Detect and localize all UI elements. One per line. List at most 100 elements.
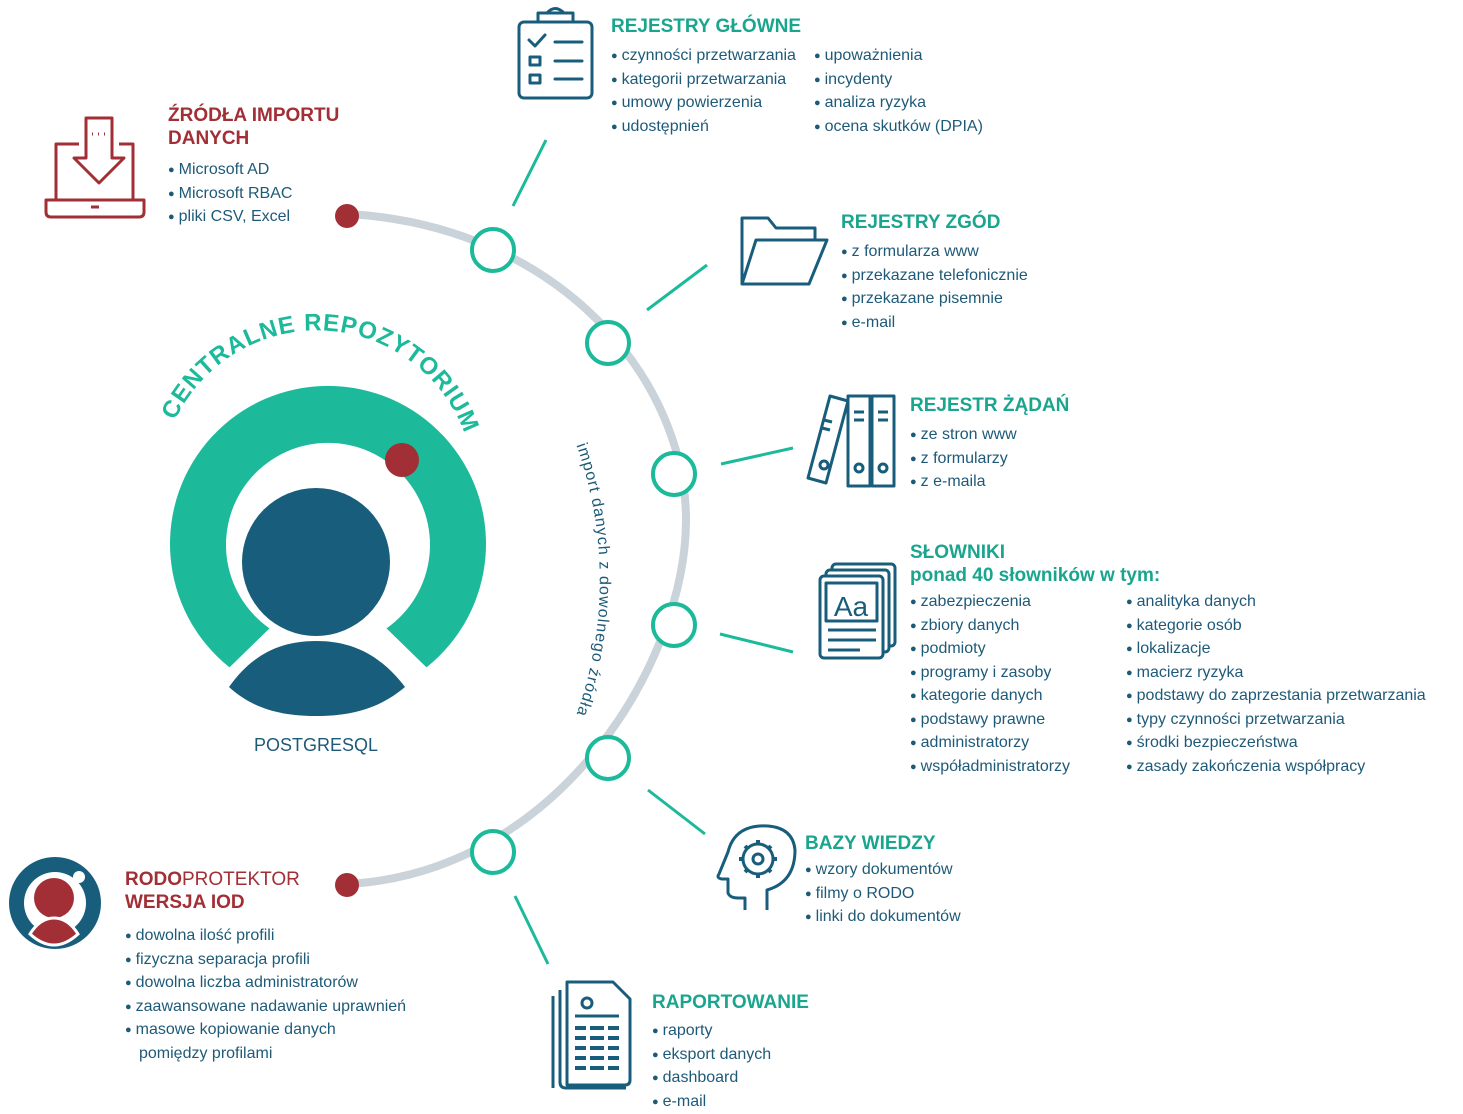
list-item: ze stron www xyxy=(910,424,1069,448)
main-registers-col2: upoważnienia incydenty analiza ryzyka oc… xyxy=(814,45,983,139)
binders-icon xyxy=(808,396,894,486)
list-item: dashboard xyxy=(652,1067,809,1091)
list-item: zasady zakończenia współpracy xyxy=(1126,756,1426,780)
list-item: Microsoft RBAC xyxy=(168,183,339,207)
iod-title-line1: RODOPROTEKTOR xyxy=(125,868,406,891)
list-item: macierz ryzyka xyxy=(1126,662,1426,686)
request-register-block: REJESTR ŻĄDAŃ ze stron www z formularzy … xyxy=(910,394,1069,495)
request-register-title: REJESTR ŻĄDAŃ xyxy=(910,394,1069,417)
list-item: udostępnień xyxy=(611,116,796,140)
request-register-list: ze stron www z formularzy z e-maila xyxy=(910,424,1069,495)
dictionaries-block: SŁOWNIKI ponad 40 słowników w tym: zabez… xyxy=(910,541,1426,779)
node-ring-3 xyxy=(653,453,695,495)
list-item: kategorie danych xyxy=(910,685,1126,709)
spoke-lines xyxy=(513,140,793,964)
import-sources-title-1: ŹRÓDŁA IMPORTU xyxy=(168,104,339,127)
node-ring-2 xyxy=(587,322,629,364)
iod-features-cont: pomiędzy profilami xyxy=(125,1043,406,1067)
list-item: typy czynności przetwarzania xyxy=(1126,709,1426,733)
node-ring-6 xyxy=(472,831,514,873)
list-item: podstawy prawne xyxy=(910,709,1126,733)
list-item: z formularzy xyxy=(910,448,1069,472)
list-item: eksport danych xyxy=(652,1044,809,1068)
list-item: filmy o RODO xyxy=(805,883,961,907)
list-item: współadministratorzy xyxy=(910,756,1126,780)
list-item: programy i zasoby xyxy=(910,662,1126,686)
list-item: zaawansowane nadawanie uprawnień xyxy=(125,996,406,1020)
report-document-icon xyxy=(553,982,630,1088)
main-registers-block: REJESTRY GŁÓWNE czynności przetwarzania … xyxy=(611,15,983,139)
iod-features-list: dowolna ilość profili fizyczna separacja… xyxy=(125,925,406,1043)
list-item: fizyczna separacja profili xyxy=(125,949,406,973)
list-item: incydenty xyxy=(814,69,983,93)
node-ring-4 xyxy=(653,604,695,646)
list-item: środki bezpieczeństwa xyxy=(1126,732,1426,756)
central-repository-logo xyxy=(170,386,486,716)
list-item-continuation: pomiędzy profilami xyxy=(139,1043,406,1067)
connector-arc xyxy=(348,214,686,884)
list-item: umowy powierzenia xyxy=(611,92,796,116)
list-item: czynności przetwarzania xyxy=(611,45,796,69)
list-item: kategorii przetwarzania xyxy=(611,69,796,93)
list-item: pliki CSV, Excel xyxy=(168,206,339,230)
node-rings xyxy=(472,229,695,873)
list-item: analityka danych xyxy=(1126,591,1426,615)
folder-icon xyxy=(742,218,827,284)
list-item: linki do dokumentów xyxy=(805,906,961,930)
list-item: ocena skutków (DPIA) xyxy=(814,116,983,140)
list-item: raporty xyxy=(652,1020,809,1044)
arc-caption: import danych z dowolnego źródła xyxy=(573,441,613,719)
list-item: upoważnienia xyxy=(814,45,983,69)
list-item: dowolna liczba administratorów xyxy=(125,972,406,996)
reporting-title: RAPORTOWANIE xyxy=(652,991,809,1014)
list-item: e-mail xyxy=(652,1091,809,1114)
main-registers-title: REJESTRY GŁÓWNE xyxy=(611,15,983,38)
list-item: przekazane pisemnie xyxy=(841,288,1028,312)
consent-registers-title: REJESTRY ZGÓD xyxy=(841,211,1028,234)
node-ring-1 xyxy=(472,229,514,271)
rodoprotektor-logo xyxy=(9,857,101,949)
list-item: z e-maila xyxy=(910,471,1069,495)
list-item: Microsoft AD xyxy=(168,159,339,183)
spoke-dictionaries xyxy=(720,634,793,652)
list-item: podmioty xyxy=(910,638,1126,662)
main-registers-col1: czynności przetwarzania kategorii przetw… xyxy=(611,45,796,139)
list-item: zabezpieczenia xyxy=(910,591,1126,615)
list-item: lokalizacje xyxy=(1126,638,1426,662)
list-item: administratorzy xyxy=(910,732,1126,756)
knowledge-base-block: BAZY WIEDZY wzory dokumentów filmy o ROD… xyxy=(805,832,961,930)
import-sources-block: ŹRÓDŁA IMPORTU DANYCH Microsoft AD Micro… xyxy=(168,104,339,230)
node-ring-5 xyxy=(587,737,629,779)
clipboard-checklist-icon xyxy=(519,9,592,99)
reporting-block: RAPORTOWANIE raporty eksport danych dash… xyxy=(652,991,809,1114)
list-item: zbiory danych xyxy=(910,615,1126,639)
dictionaries-col2: analityka danych kategorie osób lokaliza… xyxy=(1126,591,1426,779)
consent-registers-list: z formularza www przekazane telefoniczni… xyxy=(841,241,1028,335)
iod-edition-block: RODOPROTEKTOR WERSJA IOD dowolna ilość p… xyxy=(125,868,406,1066)
import-sources-list: Microsoft AD Microsoft RBAC pliki CSV, E… xyxy=(168,159,339,230)
aa-glyph: Aa xyxy=(834,591,869,622)
list-item: podstawy do zaprzestania przetwarzania xyxy=(1126,685,1426,709)
iod-title-bold: RODO xyxy=(125,869,182,890)
head-gear-icon xyxy=(718,826,795,910)
list-item: dowolna ilość profili xyxy=(125,925,406,949)
list-item: przekazane telefonicznie xyxy=(841,265,1028,289)
list-item: wzory dokumentów xyxy=(805,859,961,883)
dictionaries-subtitle: ponad 40 słowników w tym: xyxy=(910,564,1426,587)
knowledge-base-list: wzory dokumentów filmy o RODO linki do d… xyxy=(805,859,961,930)
list-item: analiza ryzyka xyxy=(814,92,983,116)
list-item: z formularza www xyxy=(841,241,1028,265)
spoke-knowledge-base xyxy=(648,790,705,834)
laptop-download-icon xyxy=(46,118,144,217)
knowledge-base-title: BAZY WIEDZY xyxy=(805,832,961,855)
spoke-request-register xyxy=(721,448,793,464)
spoke-consent-registers xyxy=(647,265,707,310)
iod-title-rest: PROTEKTOR xyxy=(182,869,300,890)
iod-title-line2: WERSJA IOD xyxy=(125,891,406,914)
db-label: POSTGRESQL xyxy=(254,735,378,755)
list-item: kategorie osób xyxy=(1126,615,1426,639)
list-item: e-mail xyxy=(841,312,1028,336)
dictionaries-title: SŁOWNIKI xyxy=(910,541,1426,564)
spoke-reporting xyxy=(515,896,548,964)
import-sources-title-2: DANYCH xyxy=(168,127,339,150)
